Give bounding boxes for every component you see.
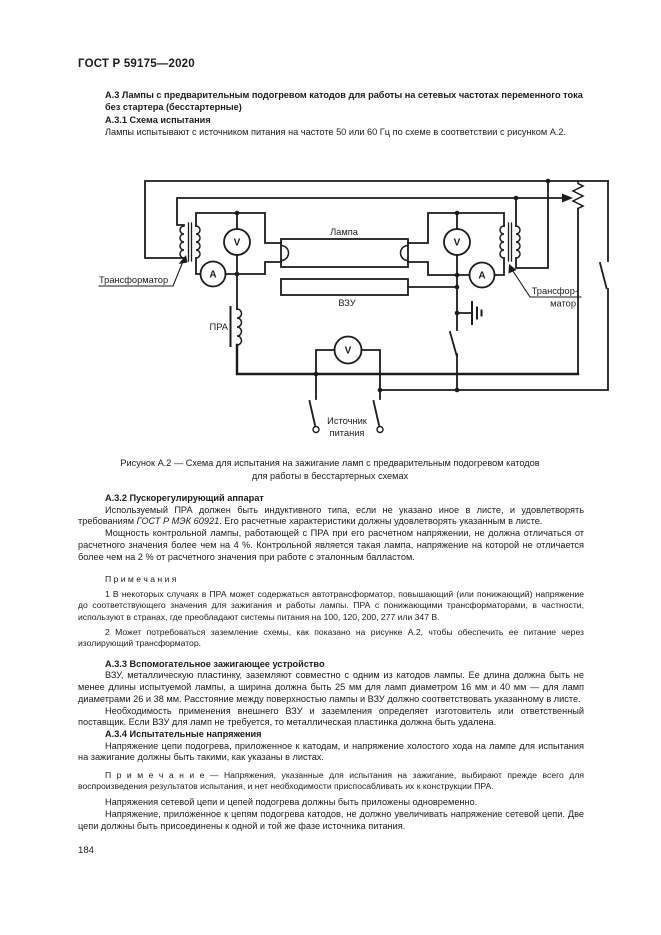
document-header: ГОСТ Р 59175—2020 (78, 58, 195, 70)
paragraph-a31-1: Лампы испытывают с источником питания на… (105, 127, 567, 138)
leader-arrow-right-icon (508, 264, 517, 274)
switch-right-icon (598, 261, 608, 290)
leader-arrow-left-icon (178, 255, 188, 264)
source-label-line1: Источник (327, 416, 368, 426)
junction-dots (234, 178, 551, 393)
vzu-label: ВЗУ (338, 298, 355, 308)
heading-a3-2: А.3.2 Пускорегулирующий аппарат (105, 493, 264, 503)
page-number: 184 (78, 845, 95, 856)
transformer-right-label-line1: Трансфор- (532, 286, 578, 296)
switch-source-right-icon (372, 399, 381, 427)
cathode-left-icon (280, 244, 290, 262)
note-1: 1 В некоторых случаях в ПРА может содерж… (78, 589, 584, 622)
heading-a3-3: А.3.3 Вспомогательное зажигающее устройс… (105, 658, 325, 669)
paragraph-a33-2: Необходимость применения внешнего ВЗУ и … (78, 705, 584, 728)
rheostat-arrow-icon (562, 193, 573, 203)
paragraph-a34-1: Напряжение цепи подогрева, приложенное к… (78, 740, 584, 763)
source-label-line2: питания (330, 428, 365, 438)
wire-top-outer (144, 180, 609, 259)
figure-caption: Рисунок А.2 — Схема для испытания на заж… (120, 458, 540, 481)
note-a34: П р и м е ч а н и е — Напряжения, указан… (78, 770, 584, 792)
wire-top-inner (176, 197, 564, 226)
heading-a3: А.3 Лампы с предварительным подогревом к… (105, 90, 583, 112)
heading-a3-1: А.3.1 Схема испытания (105, 115, 211, 126)
ammeter-left-label: A (209, 270, 216, 281)
vzu-plate (280, 278, 409, 296)
transformer-right-icon (499, 222, 521, 262)
notes-title: П р и м е ч а н и я (105, 574, 177, 585)
note-2: 2 Может потребоваться заземление схемы, … (78, 626, 584, 648)
resistor-icon (571, 180, 585, 210)
paragraph-a34-3: Напряжение, приложенное к цепям подогрев… (78, 809, 584, 831)
standard-reference: ГОСТ Р МЭК 60921 (136, 516, 220, 527)
terminal-left-icon (312, 425, 320, 434)
heading-a3-4: А.3.4 Испытательные напряжения (105, 729, 262, 739)
switch-earth-icon (448, 330, 458, 357)
section-a3: А.3 Лампы с предварительным подогревом к… (78, 90, 584, 139)
transformer-left-label: Трансформатор (99, 275, 168, 285)
switch-source-left-icon (308, 399, 317, 427)
voltmeter-left-label: V (234, 238, 241, 249)
paragraph-a33-1: ВЗУ, металлическую пластинку, заземляют … (78, 670, 584, 704)
lamp-label: Лампа (330, 227, 359, 237)
sections-a32-a34: А.3.2 Пускорегулирующий аппарат Использу… (78, 493, 584, 832)
transformer-left-icon (179, 222, 201, 262)
ammeter-right-label: A (478, 271, 485, 282)
lamp-outline (280, 238, 409, 268)
paragraph-a32-1: Используемый ПРА должен быть индуктивног… (78, 504, 584, 527)
paragraph-a32-2: Мощность контрольной лампы, работающей с… (78, 528, 584, 562)
terminal-right-icon (376, 425, 384, 434)
pra-inductor-icon (229, 306, 243, 347)
voltmeter-right-label: V (454, 238, 461, 249)
paragraph-a34-2: Напряжения сетевой цепи и цепей подогрев… (105, 797, 478, 808)
pra-label: ПРА (210, 322, 229, 332)
voltmeter-source-label: V (345, 346, 352, 357)
circuit-diagram: V A V A V Лампа ВЗУ ПРА Трансформатор Тр… (98, 178, 609, 438)
ground-icon (471, 301, 483, 325)
cathode-right-icon (399, 244, 409, 262)
transformer-right-label-line2: матор (550, 299, 576, 309)
ammeter-left-icon (199, 260, 227, 288)
